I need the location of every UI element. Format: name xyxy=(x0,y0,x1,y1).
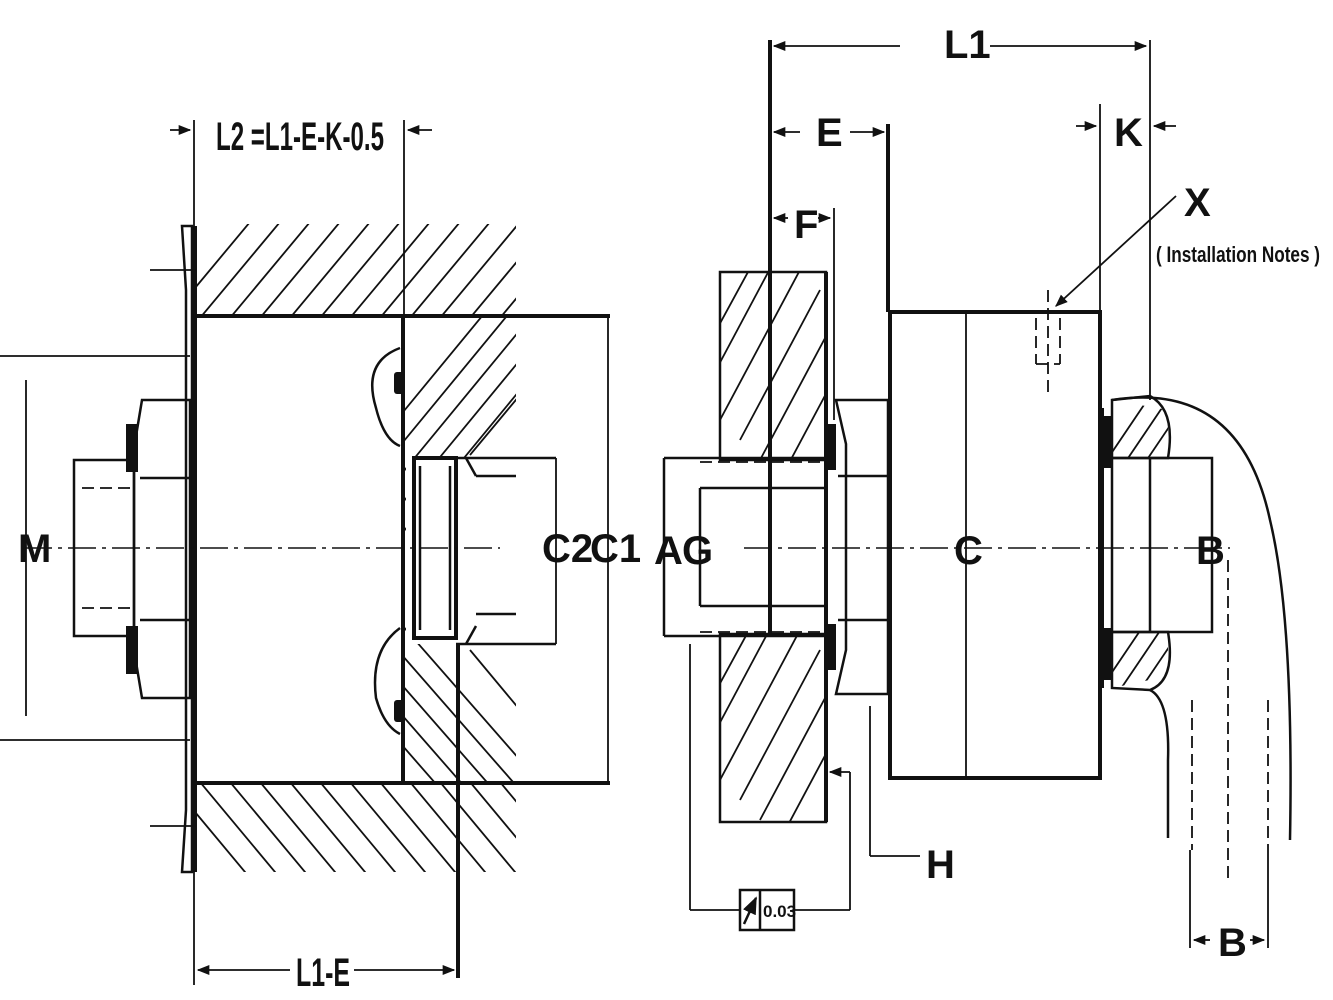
installation-notes-label: ( Installation Notes ) xyxy=(1156,242,1320,267)
c1-label: C1 xyxy=(590,527,641,571)
left-view: L2 =L1-E-K-0.5 L1-E M C2 C1 xyxy=(0,115,641,995)
k-dimension-label: K xyxy=(1114,111,1143,155)
c2-label: C2 xyxy=(542,527,593,571)
housing-hatch-bottom xyxy=(196,783,516,872)
plate-hatch-bottom xyxy=(720,634,826,822)
a-label: A xyxy=(654,529,683,573)
c-label: C xyxy=(954,529,983,573)
f-dimension-label: F xyxy=(794,203,818,247)
x-callout-label: X xyxy=(1184,181,1211,225)
b-label-right: B xyxy=(1196,529,1225,573)
l1-e-dimension-label: L1-E xyxy=(296,951,350,995)
runout-tolerance-value: 0.03 xyxy=(763,902,796,921)
e-dimension-label: E xyxy=(816,111,843,155)
h-label: H xyxy=(926,843,955,887)
fitting-hatch-bottom xyxy=(1112,632,1168,688)
housing-hatch-top xyxy=(196,224,516,316)
b-label-bottom: B xyxy=(1218,921,1247,965)
l2-dimension-label: L2 =L1-E-K-0.5 xyxy=(216,115,384,159)
m-label: M xyxy=(18,527,51,571)
l1-dimension-label: L1 xyxy=(944,23,991,67)
g-label: G xyxy=(682,529,713,573)
right-view: L1 E F K X ( Installation Notes ) A G C … xyxy=(654,23,1320,965)
plate-hatch-top xyxy=(720,272,826,460)
